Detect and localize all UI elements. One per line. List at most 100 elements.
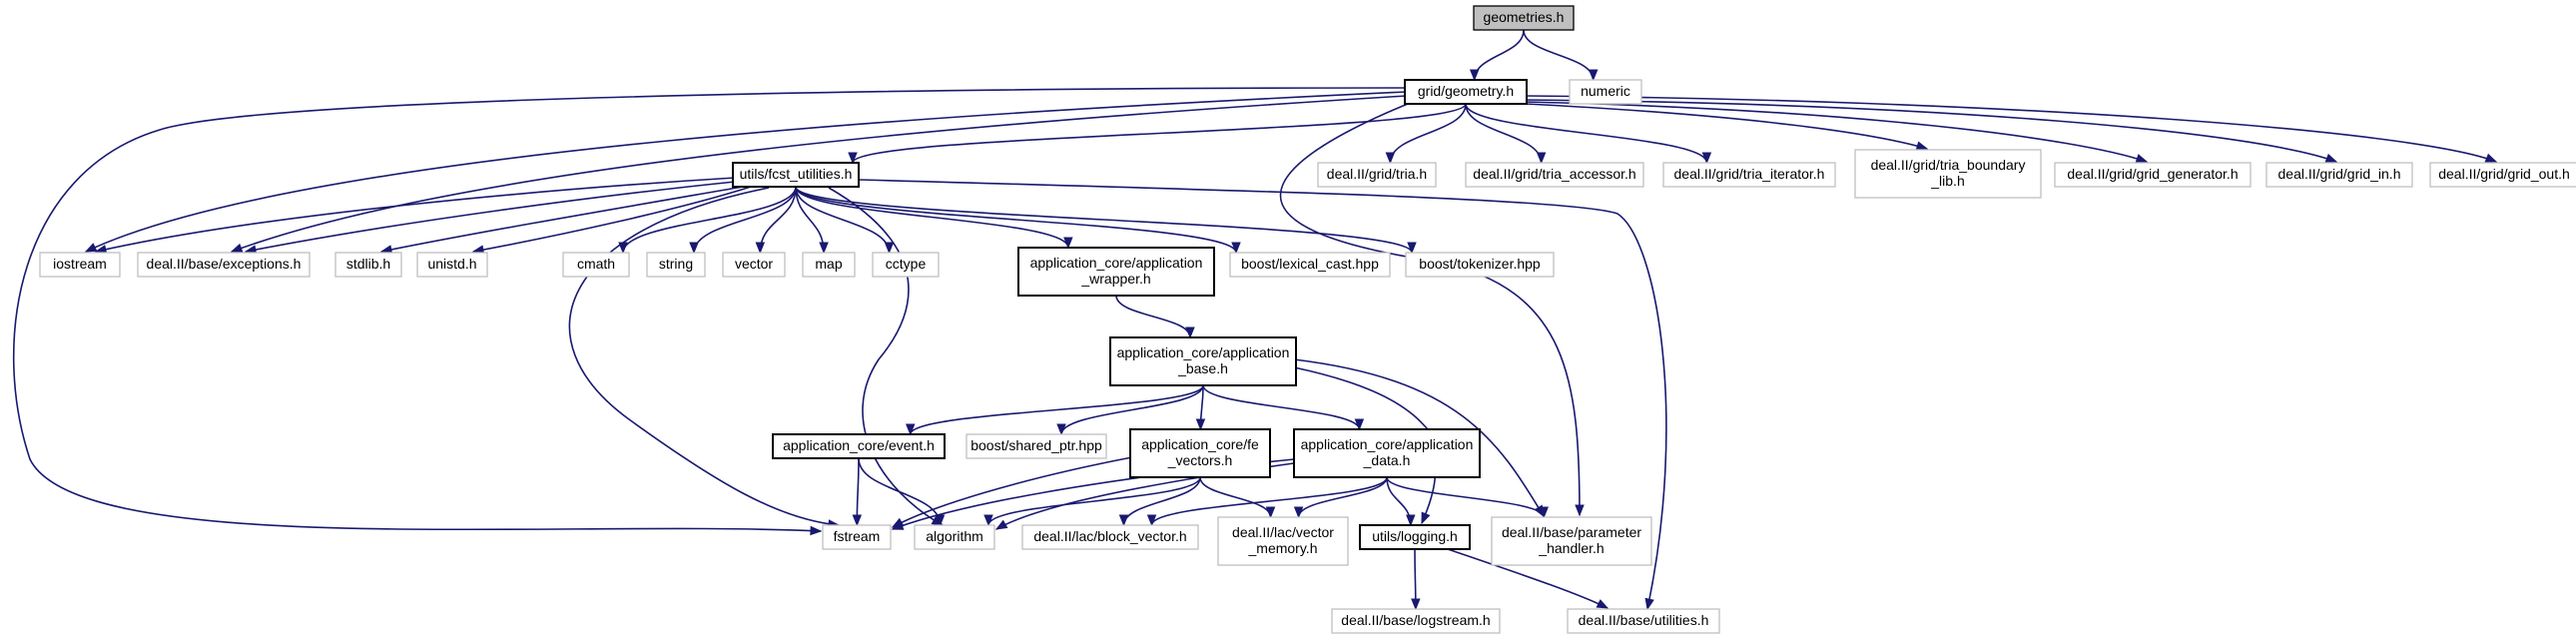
arrowhead [1596,599,1610,609]
edge-line [1389,103,1467,164]
edge-fcst-to-iostream [94,177,736,255]
node-grid_in: deal.II/grid/grid_in.h [2265,162,2413,188]
node-box [732,162,860,188]
edge-geometry-to-fcst [848,103,1467,165]
edge-line [1465,103,1543,164]
node-label: stdlib.h [346,256,390,272]
edge-line [1202,384,1361,430]
node-label: utils/fcst_utilities.h [740,166,853,182]
node-box [1109,336,1297,386]
node-geometries[interactable]: geometries.h [1473,5,1575,31]
node-label: application_core/application [1117,344,1290,360]
edge-line [1465,103,1708,164]
node-box [1293,428,1481,478]
edge-app_data-to-logging [1386,476,1416,527]
edge-fcst-to-vector [755,186,797,255]
node-tria_accessor: deal.II/grid/tria_accessor.h [1465,162,1644,188]
edge-fcst-to-cmath [618,186,797,255]
node-label: deal.II/base/exceptions.h [147,256,302,272]
node-label: _handler.h [1538,540,1604,556]
arrowhead [1575,504,1585,517]
node-box [562,252,630,278]
node-label: application_core/application [1030,255,1203,271]
node-label: _memory.h [1248,540,1318,556]
node-box [1567,608,1720,634]
edge-fe_vectors-to-block_vector [1118,476,1201,527]
node-box [2265,162,2413,188]
node-box [2429,162,2576,188]
edge-fe_vectors-to-algorithm [983,476,1201,527]
edge-line [85,91,1407,253]
arrowhead [1406,514,1416,527]
node-logstream: deal.II/base/logstream.h [1331,608,1501,634]
edge-geometry-to-grid_generator [1525,101,2149,164]
node-box [1405,252,1555,278]
edge-line [1473,29,1525,81]
node-fcst[interactable]: utils/fcst_utilities.h [732,162,860,188]
node-label: boost/shared_ptr.hpp [970,437,1102,453]
arrowhead [689,242,699,255]
node-label: deal.II/lac/vector [1232,524,1334,540]
node-label: _wrapper.h [1080,271,1150,287]
node-fstream: fstream [822,524,892,550]
node-label: application_core/application [1301,436,1474,452]
arrowhead [84,243,98,253]
node-box [822,524,892,550]
arrowhead [2324,153,2338,163]
node-label: boost/tokenizer.hpp [1419,256,1541,272]
node-box [416,252,488,278]
node-app_data[interactable]: application_core/application_data.h [1293,428,1481,478]
node-block_vector: deal.II/lac/block_vector.h [1021,524,1199,550]
edge-line [1447,548,1609,609]
node-label: boost/lexical_cast.hpp [1241,256,1379,272]
node-box [1473,5,1575,31]
edge-geometry-to-iostream [84,91,1407,253]
edge-logging-to-utilities [1447,548,1610,609]
arrowhead [1231,242,1241,255]
node-label: deal.II/lac/block_vector.h [1033,528,1186,544]
edge-line [380,186,744,253]
edge-event-to-fstream [852,457,863,527]
edge-line [95,177,736,253]
arrowhead [1588,69,1599,82]
node-app_wrapper[interactable]: application_core/application_wrapper.h [1017,247,1215,297]
node-logging[interactable]: utils/logging.h [1359,524,1471,550]
arrowhead [1411,598,1421,611]
edge-line [892,456,1133,528]
edge-line [852,103,1467,164]
edge-line [795,186,1413,254]
node-box [802,252,856,278]
arrowhead [1701,152,1712,165]
node-tria: deal.II/grid/tria.h [1317,162,1437,188]
node-label: deal.II/base/logstream.h [1341,612,1490,628]
arrowhead [1185,326,1195,339]
edge-line [1386,476,1546,518]
edge-line [1525,95,2497,163]
node-fe_vectors[interactable]: application_core/fe_vectors.h [1129,428,1271,478]
node-label: unistd.h [427,256,476,272]
edge-fcst-to-string [689,186,797,255]
node-label: grid/geometry.h [1418,83,1514,99]
edge-fcst-to-fstream [568,187,841,529]
node-grid_generator: deal.II/grid/grid_generator.h [2054,162,2252,188]
node-stdlib: stdlib.h [334,252,402,278]
node-label: _data.h [1363,452,1411,468]
node-shared_ptr: boost/shared_ptr.hpp [966,433,1107,459]
node-label: _base.h [1177,360,1228,376]
edge-geometry-to-tria_boundary [1525,103,1929,151]
node-event[interactable]: application_core/event.h [772,433,946,459]
node-box [1569,79,1642,105]
arrowhead [848,152,858,165]
node-label: deal.II/grid/grid_generator.h [2067,166,2238,182]
node-label: algorithm [926,528,983,544]
arrowhead [819,242,829,255]
node-box [914,524,995,550]
edge-fcst-to-exceptions [244,181,736,255]
node-box [772,433,946,459]
node-geometry[interactable]: grid/geometry.h [1404,79,1528,105]
node-app_base[interactable]: application_core/application_base.h [1109,336,1297,386]
edge-app_data-to-block_vector [1146,476,1388,527]
node-utilities: deal.II/base/utilities.h [1567,608,1720,634]
arrowhead [1265,506,1276,519]
node-label: deal.II/base/parameter [1502,524,1641,540]
